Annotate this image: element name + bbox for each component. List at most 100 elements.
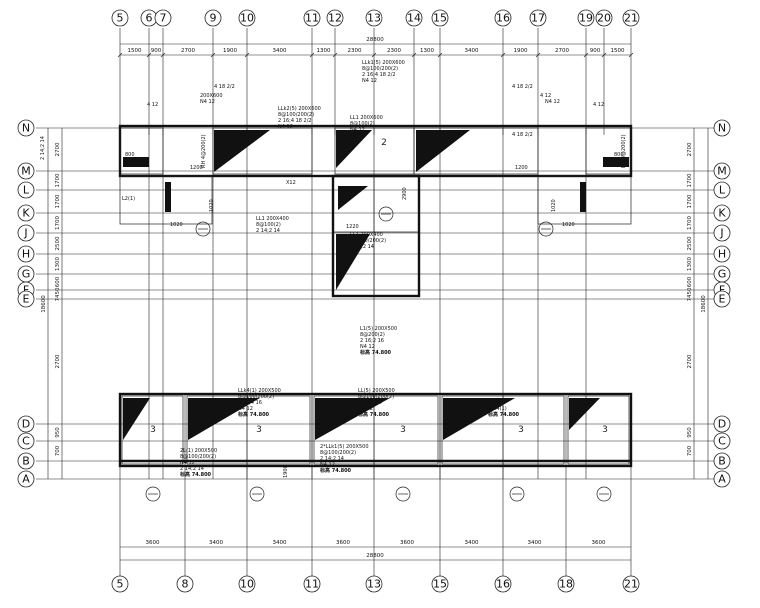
dim-total-bottom: 28800	[366, 553, 384, 559]
annotation-top_beam_1d: N4 12	[362, 78, 377, 84]
annotation-top_beam_1b: 8@100/200(2)	[362, 66, 398, 72]
annotation-b2b: 8@100/200(2)	[320, 450, 356, 456]
axis-label-top: 14	[407, 12, 421, 25]
slab-wedge	[214, 130, 270, 172]
axis-label-left: A	[22, 473, 30, 486]
axis-label-left: E	[23, 293, 30, 306]
axis-label-right: N	[718, 122, 726, 135]
dim-top-segment: 2700	[181, 48, 195, 54]
dim-tick	[371, 52, 377, 58]
column-symbol	[249, 486, 265, 502]
annotation-ll1_c2b: 8@100/200(2)	[350, 238, 386, 244]
dim-tick	[244, 52, 250, 58]
annotation-x12: X12	[286, 180, 296, 186]
slab-wedge	[336, 130, 372, 168]
dim-tick	[437, 52, 443, 58]
axis-bubble-left	[17, 415, 35, 433]
axis-bubble-right	[713, 224, 731, 242]
annotation-l5: L1(5) 200X500	[360, 326, 397, 332]
annotation-ll1_c2: LL1 200X400	[350, 232, 383, 238]
axis-bubble-bottom	[238, 575, 256, 593]
axis-bubble-left	[17, 452, 35, 470]
axis-bubble-right	[713, 245, 731, 263]
dim-top-segment: 3400	[465, 48, 479, 54]
room-label-lower: 3	[602, 425, 608, 435]
axis-label-right: G	[718, 268, 727, 281]
axis-label-top: 13	[367, 12, 381, 25]
annotation-l2: L2(1)	[122, 196, 135, 202]
dim-left-segment: 1700	[55, 173, 61, 187]
axis-bubble-top	[431, 9, 449, 27]
axis-label-right: E	[719, 293, 726, 306]
annotation-b2: 2*LLk1(5) 200X500	[320, 444, 369, 450]
axis-bubble-right	[713, 452, 731, 470]
lower-bay	[121, 395, 184, 465]
annotation-d1: LLk4(1) 200X500	[238, 388, 281, 394]
slab-wedge	[338, 186, 368, 210]
annotation-beam_lt: 200X600	[200, 93, 223, 99]
axis-bubble-left	[17, 204, 35, 222]
dim-left-segment: 950	[55, 427, 61, 438]
annotation-b2d: N4 12	[320, 462, 335, 468]
axis-label-bottom: 13	[367, 578, 381, 591]
dim-bottom-segment: 3600	[146, 540, 160, 546]
dim-tick	[411, 52, 417, 58]
dim-tick	[583, 52, 589, 58]
wall-fill	[603, 157, 629, 167]
dim-total-right: 18600	[701, 295, 707, 313]
axis-label-bottom: 11	[305, 578, 319, 591]
annotation-d1200b: 1200	[515, 165, 528, 171]
room-label-upper: 2	[381, 138, 387, 148]
dim-total-left: 18600	[41, 295, 47, 313]
dim-tick	[160, 52, 166, 58]
axis-bubble-bottom	[303, 575, 321, 593]
upper-left-room	[119, 175, 213, 225]
stair-core-outline	[331, 174, 421, 298]
axis-bubble-right	[713, 119, 731, 137]
dim-top-segment: 1900	[223, 48, 237, 54]
axis-label-right: H	[718, 248, 726, 261]
column-symbol	[538, 221, 554, 237]
axis-bubble-bottom	[494, 575, 512, 593]
axis-label-left: N	[22, 122, 30, 135]
annotation-d1d: N4 12	[238, 406, 253, 412]
axis-bubble-left	[17, 181, 35, 199]
column-symbol	[195, 221, 211, 237]
dim-right-segment: 1700	[687, 216, 693, 230]
axis-label-right: M	[717, 165, 727, 178]
axis-label-left: K	[22, 207, 30, 220]
upper-cell	[413, 127, 539, 175]
axis-label-right: C	[718, 435, 726, 448]
axis-label-top: 5	[117, 12, 124, 25]
annotation-top_beam_1c: 2 16;4 18 2/2	[362, 72, 396, 78]
annotation-d3b: 标高 74.800	[487, 411, 520, 418]
annotation-beam_mid_c: 2 16;4 18 2/2	[278, 118, 312, 124]
axis-bubble-left	[17, 245, 35, 263]
axis-label-right: K	[718, 207, 726, 220]
axis-bubble-bottom	[365, 575, 383, 593]
axis-bubble-top	[111, 9, 129, 27]
dim-right-segment: 600	[687, 276, 693, 287]
annotation-ll1c: N4 12	[350, 127, 365, 133]
axis-bubble-top	[204, 9, 222, 27]
axis-label-top: 16	[496, 12, 510, 25]
dim-left-segment: 2500	[55, 236, 61, 250]
dim-bottom-segment: 3600	[400, 540, 414, 546]
axis-label-left: D	[22, 418, 30, 431]
annotation-ll1_core_c: 2 14;2 14	[256, 228, 280, 234]
axis-label-bottom: 21	[624, 578, 638, 591]
dim-tick	[628, 52, 634, 58]
upper-cell	[585, 127, 632, 175]
axis-label-top: 19	[579, 12, 593, 25]
grid-lines	[36, 28, 722, 580]
axis-label-top: 9	[210, 12, 217, 25]
slab-wedge	[443, 398, 515, 440]
dim-left-segment: 2700	[55, 142, 61, 156]
axis-label-left: M	[21, 165, 31, 178]
annotation-b2e: 标高 74.800	[319, 467, 352, 474]
annotation-d1220: 1220	[346, 224, 359, 230]
axis-label-top: 21	[624, 12, 638, 25]
annotation-ll1: LL1 200X600	[350, 115, 383, 121]
